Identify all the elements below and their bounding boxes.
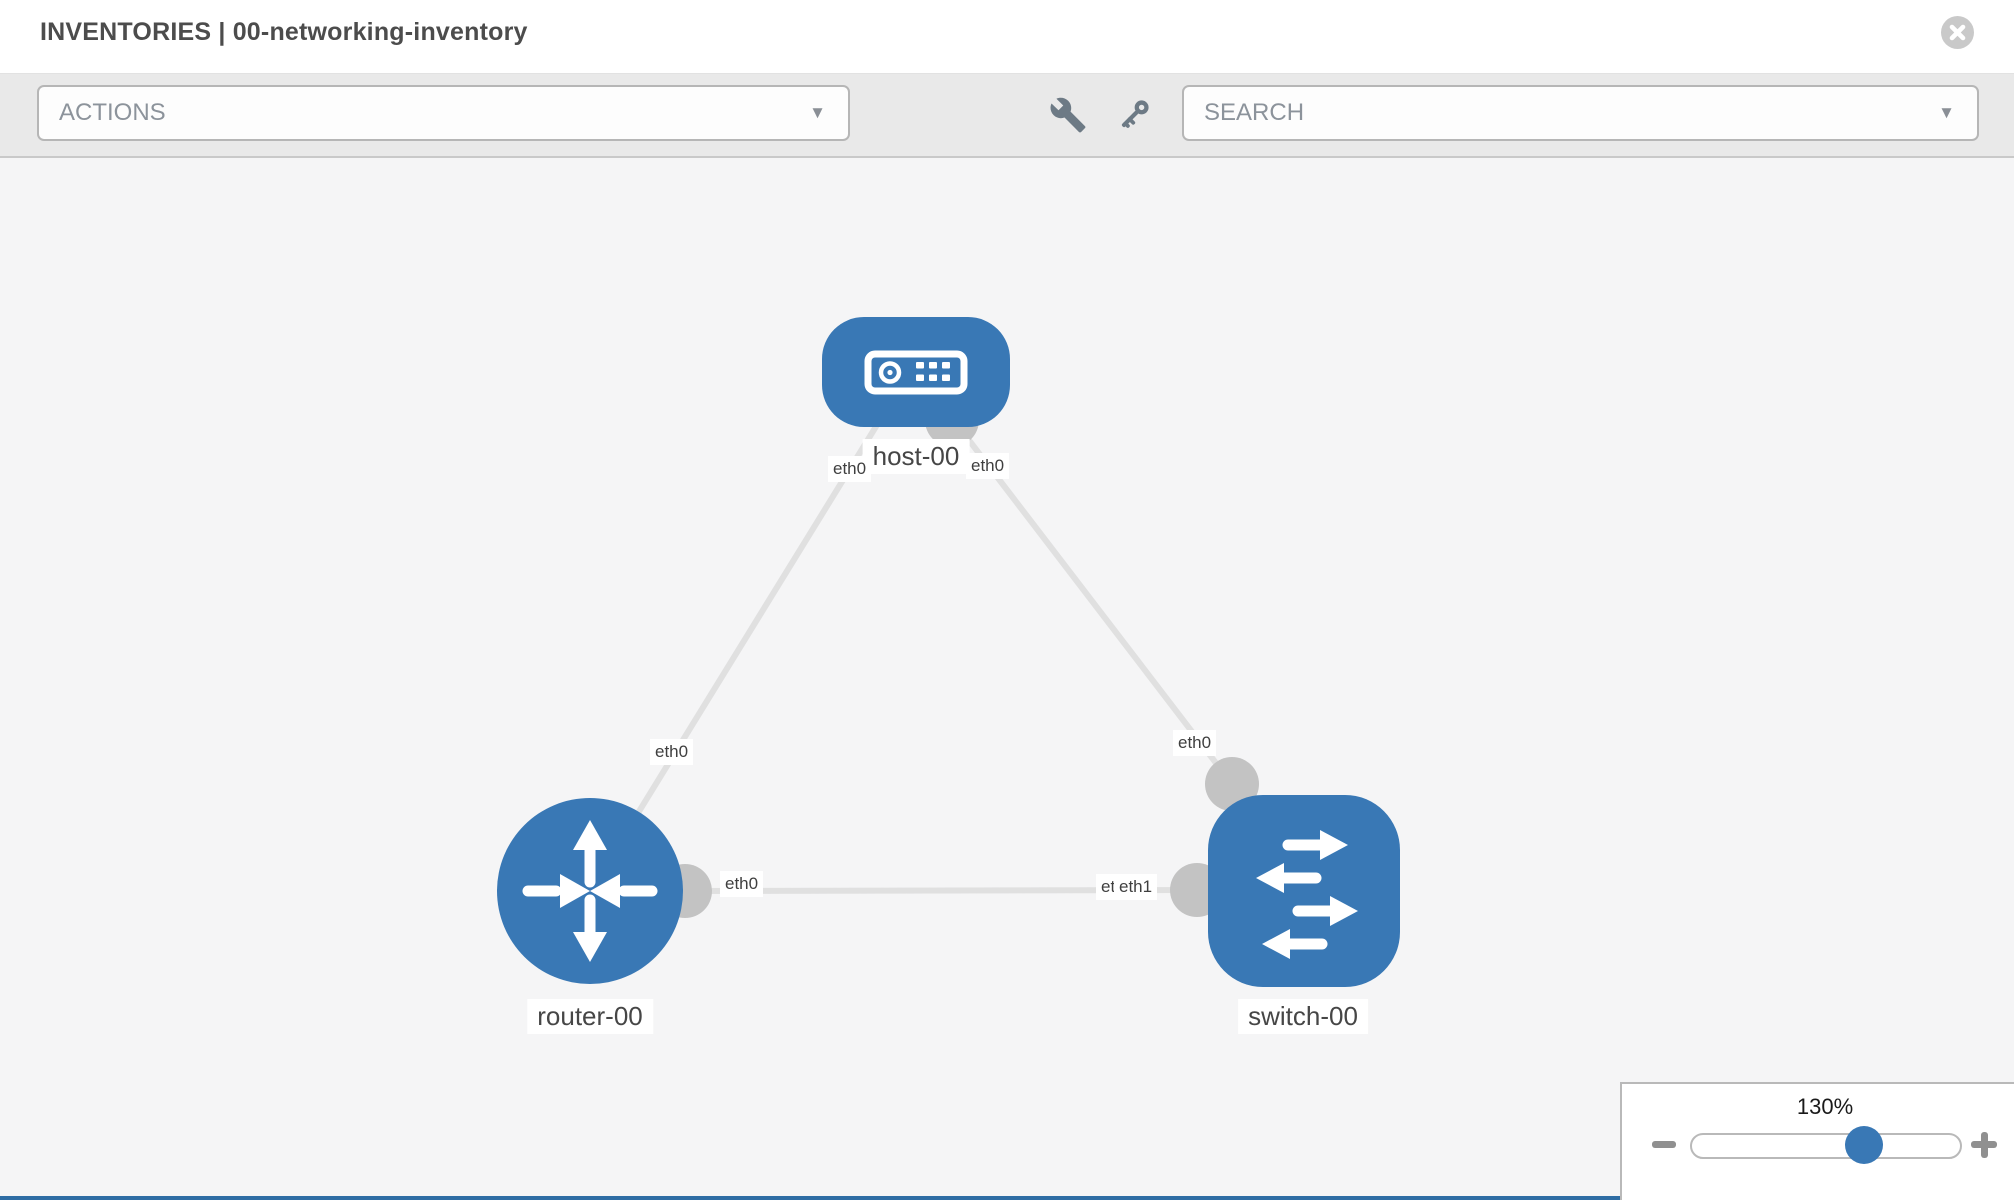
link-host-switch[interactable]	[949, 416, 1235, 786]
iface-label-host-eth0-left: eth0	[828, 456, 872, 482]
zoom-level-readout: 130%	[1796, 1094, 1854, 1119]
zoom-slider-handle[interactable]	[1845, 1126, 1883, 1164]
node-host[interactable]	[822, 317, 1010, 427]
zoom-out-button[interactable]	[1652, 1141, 1676, 1148]
server-icon	[864, 350, 968, 395]
node-router[interactable]	[497, 798, 683, 984]
close-button[interactable]	[1941, 16, 1974, 49]
credentials-button[interactable]	[1115, 96, 1153, 134]
panel-header: INVENTORIES | 00-networking-inventory	[0, 0, 2014, 74]
switch-icon	[1256, 830, 1358, 959]
node-label-host: host-00	[862, 439, 970, 474]
chevron-down-icon: ▼	[809, 103, 826, 122]
wrench-icon	[1050, 97, 1086, 133]
search-dropdown[interactable]: SEARCH ▼	[1182, 85, 1979, 141]
node-label-switch: switch-00	[1238, 999, 1368, 1034]
zoom-in-button[interactable]	[1980, 1131, 1988, 1158]
chevron-down-icon: ▼	[1938, 103, 1955, 122]
node-label-router: router-00	[527, 999, 653, 1034]
bottom-accent-strip	[0, 1196, 1620, 1200]
actions-dropdown-value: ACTIONS	[59, 99, 166, 126]
zoom-control-panel: 130%	[1620, 1082, 2014, 1200]
search-dropdown-value: SEARCH	[1204, 99, 1305, 126]
port-switch-eth0[interactable]	[1205, 757, 1259, 811]
actions-dropdown[interactable]: ACTIONS ▼	[37, 85, 850, 141]
key-icon	[1121, 100, 1149, 128]
page-title: INVENTORIES | 00-networking-inventory	[40, 18, 528, 46]
router-icon	[522, 820, 658, 962]
close-icon	[1949, 24, 1966, 41]
configure-button[interactable]	[1049, 96, 1087, 134]
iface-label-switch-eth0-top: eth0	[1173, 730, 1217, 756]
node-switch[interactable]	[1208, 795, 1400, 987]
iface-label-router-eth0-top: eth0	[650, 739, 694, 765]
iface-label-switch-eth1: eth1	[1114, 874, 1158, 900]
iface-label-host-eth0-right: eth0	[966, 453, 1010, 479]
iface-label-router-eth0-right: eth0	[720, 871, 764, 897]
toolbar: ACTIONS ▼ SEARCH ▼	[0, 74, 2014, 158]
zoom-slider-track[interactable]	[1690, 1133, 1962, 1159]
